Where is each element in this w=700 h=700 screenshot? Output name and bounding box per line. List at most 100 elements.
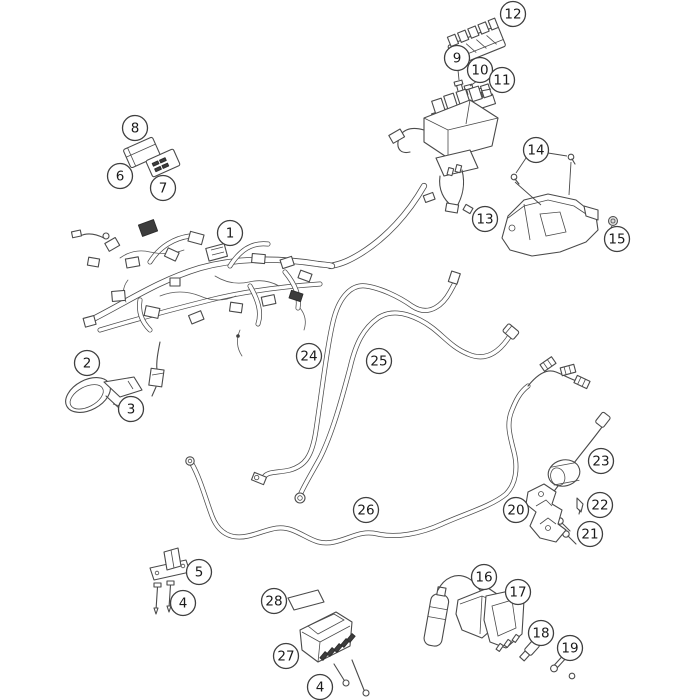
callout-number: 20 <box>507 503 524 519</box>
callout-circle[interactable] <box>169 589 197 617</box>
callout-number: 24 <box>300 349 317 365</box>
callout-circle[interactable] <box>466 56 494 84</box>
callout-6[interactable]: 6 <box>106 162 134 190</box>
callout-7[interactable]: 7 <box>149 174 177 202</box>
holder-screws <box>153 580 175 615</box>
callout-18[interactable]: 18 <box>527 619 555 647</box>
callout-circle[interactable] <box>527 619 555 647</box>
callout-circle[interactable] <box>470 563 498 591</box>
callout-number: 28 <box>265 594 282 610</box>
callout-number: 14 <box>527 143 544 159</box>
thermal-pad <box>287 589 325 611</box>
callout-number: 2 <box>83 356 92 372</box>
callout-21[interactable]: 21 <box>576 520 604 548</box>
callout-circle[interactable] <box>121 114 149 142</box>
callout-circle[interactable] <box>216 219 244 247</box>
callout-number: 18 <box>532 626 549 642</box>
callout-circle[interactable] <box>603 225 631 253</box>
callout-circle[interactable] <box>522 136 550 164</box>
callout-3[interactable]: 3 <box>117 395 145 423</box>
callout-circle[interactable] <box>260 587 288 615</box>
callout-circle[interactable] <box>185 558 213 586</box>
bracket-screw-2 <box>567 153 576 165</box>
central-relay-module <box>388 83 499 215</box>
callout-circle[interactable] <box>556 634 584 662</box>
callout-2[interactable]: 2 <box>73 349 101 377</box>
callout-17[interactable]: 17 <box>504 578 532 606</box>
callout-10[interactable]: 10 <box>466 56 494 84</box>
callout-circle[interactable] <box>272 642 300 670</box>
callout-5[interactable]: 5 <box>185 558 213 586</box>
callout-circle[interactable] <box>149 174 177 202</box>
callout-15[interactable]: 15 <box>603 225 631 253</box>
callout-circle[interactable] <box>587 447 615 475</box>
callout-number: 1 <box>226 226 235 242</box>
callout-8[interactable]: 8 <box>121 114 149 142</box>
wiring-harness-cluster <box>70 219 332 397</box>
callout-number: 23 <box>592 454 609 470</box>
sensor-bracket <box>525 483 567 543</box>
callout-circle[interactable] <box>471 205 499 233</box>
callout-circle[interactable] <box>117 395 145 423</box>
callout-circle[interactable] <box>106 162 134 190</box>
callout-circle[interactable] <box>73 349 101 377</box>
callout-4b[interactable]: 4 <box>306 673 334 700</box>
callout-20[interactable]: 20 <box>502 496 530 524</box>
callout-circle[interactable] <box>504 578 532 606</box>
relay-holder <box>149 547 191 581</box>
callout-number: 7 <box>159 181 168 197</box>
callout-4a[interactable]: 4 <box>169 589 197 617</box>
callout-circle[interactable] <box>295 342 323 370</box>
callout-number: 4 <box>316 680 325 696</box>
callout-12[interactable]: 12 <box>499 0 527 28</box>
callout-number: 5 <box>195 565 204 581</box>
callout-circle[interactable] <box>586 491 614 519</box>
callout-number: 12 <box>504 7 521 23</box>
callout-23[interactable]: 23 <box>587 447 615 475</box>
harness-trunk <box>330 186 424 266</box>
ground-wire <box>185 356 591 543</box>
callout-number: 4 <box>179 596 188 612</box>
callout-circle[interactable] <box>488 66 516 94</box>
control-unit-screws <box>333 659 370 697</box>
callout-1[interactable]: 1 <box>216 219 244 247</box>
callout-16[interactable]: 16 <box>470 563 498 591</box>
callout-11[interactable]: 11 <box>488 66 516 94</box>
callout-13[interactable]: 13 <box>471 205 499 233</box>
control-unit <box>299 611 370 697</box>
callout-circle[interactable] <box>502 496 530 524</box>
callout-circle[interactable] <box>499 0 527 28</box>
callout-circle[interactable] <box>443 44 471 72</box>
callout-number: 9 <box>453 51 462 67</box>
callout-circle[interactable] <box>365 347 393 375</box>
callout-number: 13 <box>476 212 493 228</box>
ignition-coil-assembly <box>423 575 576 680</box>
callout-circle[interactable] <box>576 520 604 548</box>
callout-19[interactable]: 19 <box>556 634 584 662</box>
callout-circle[interactable] <box>352 496 380 524</box>
bracket-screw-1 <box>510 173 520 185</box>
callout-26[interactable]: 26 <box>352 496 380 524</box>
callout-28[interactable]: 28 <box>260 587 288 615</box>
callout-number: 22 <box>591 498 608 514</box>
side-stand-sensor <box>547 411 611 495</box>
callout-number: 6 <box>116 169 125 185</box>
callout-number: 26 <box>357 503 374 519</box>
battery-cable-positive <box>250 270 461 486</box>
battery-cable-negative <box>294 313 520 504</box>
callout-9[interactable]: 9 <box>443 44 471 72</box>
callout-14[interactable]: 14 <box>522 136 550 164</box>
callout-number: 27 <box>277 649 294 665</box>
callout-27[interactable]: 27 <box>272 642 300 670</box>
ecu-bracket <box>501 193 599 257</box>
callout-24[interactable]: 24 <box>295 342 323 370</box>
callout-22[interactable]: 22 <box>586 491 614 519</box>
callout-number: 8 <box>131 121 140 137</box>
connector-pins <box>319 633 356 661</box>
cable-clip <box>576 497 584 515</box>
grommet <box>608 216 618 226</box>
callout-number: 16 <box>475 570 492 586</box>
callout-25[interactable]: 25 <box>365 347 393 375</box>
